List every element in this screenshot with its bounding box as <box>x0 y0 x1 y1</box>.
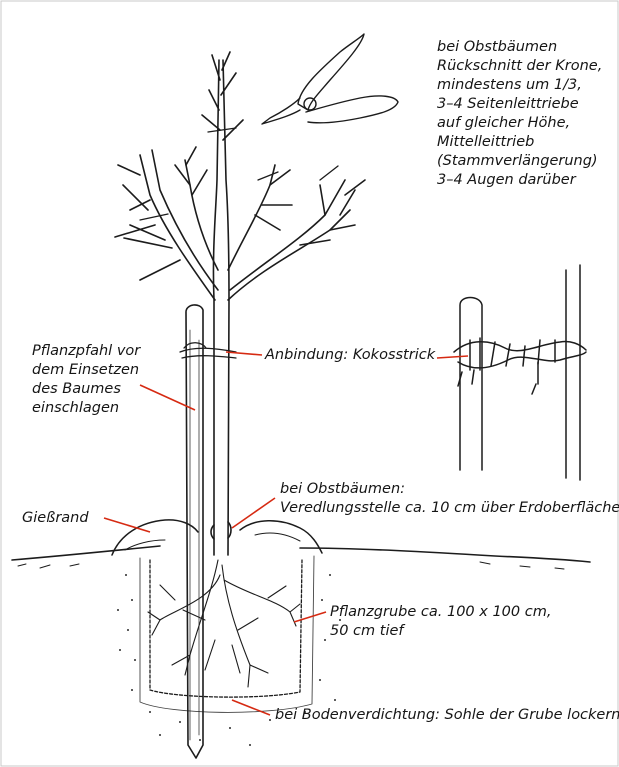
stake-line: des Baumes <box>32 380 140 399</box>
pit-annotation: Pflanzgrube ca. 100 x 100 cm, 50 cm tief <box>330 603 551 641</box>
pruning-line: auf gleicher Höhe, <box>437 114 602 133</box>
tie-annotation: Anbindung: Kokosstrick <box>265 346 435 365</box>
pruning-line: (Stammverlängerung) <box>437 152 602 171</box>
graft-annotation: bei Obstbäumen: Veredlungsstelle ca. 10 … <box>280 480 619 518</box>
pruning-line: 3–4 Seitenleittriebe <box>437 95 602 114</box>
graft-line: Veredlungsstelle ca. 10 cm über Erdoberf… <box>280 499 619 518</box>
planting-stake <box>186 305 203 758</box>
graft-line: bei Obstbäumen: <box>280 480 619 499</box>
stake-line: einschlagen <box>32 399 140 418</box>
pruning-annotation: bei Obstbäumen Rückschnitt der Krone, mi… <box>437 38 602 190</box>
leader-lines <box>104 352 468 715</box>
pruning-shears-icon <box>262 34 398 124</box>
tie-kokosstrick <box>180 343 236 358</box>
stake-line: dem Einsetzen <box>32 361 140 380</box>
planting-pit <box>140 556 314 712</box>
pruning-line: mindestens um 1/3, <box>437 76 602 95</box>
pit-leader <box>294 612 326 622</box>
pruning-line: bei Obstbäumen <box>437 38 602 57</box>
stake-annotation: Pflanzpfahl vor dem Einsetzen des Baumes… <box>32 342 140 418</box>
pit-line: Pflanzgrube ca. 100 x 100 cm, <box>330 603 551 622</box>
watering-rim-mounds <box>112 520 322 555</box>
pit-line: 50 cm tief <box>330 622 551 641</box>
pruning-line: Mittelleittrieb <box>437 133 602 152</box>
pruning-line: 3–4 Augen darüber <box>437 171 602 190</box>
watering-rim-annotation: Gießrand <box>22 509 89 528</box>
compaction-annotation: bei Bodenverdichtung: Sohle der Grube lo… <box>275 706 619 725</box>
ground-surface <box>12 546 590 569</box>
pruning-line: Rückschnitt der Krone, <box>437 57 602 76</box>
tie-detail-leader <box>437 356 468 358</box>
tie-leader <box>226 352 262 355</box>
stake-line: Pflanzpfahl vor <box>32 342 140 361</box>
rope-tie-detail <box>454 265 586 480</box>
root-ball <box>148 560 300 687</box>
